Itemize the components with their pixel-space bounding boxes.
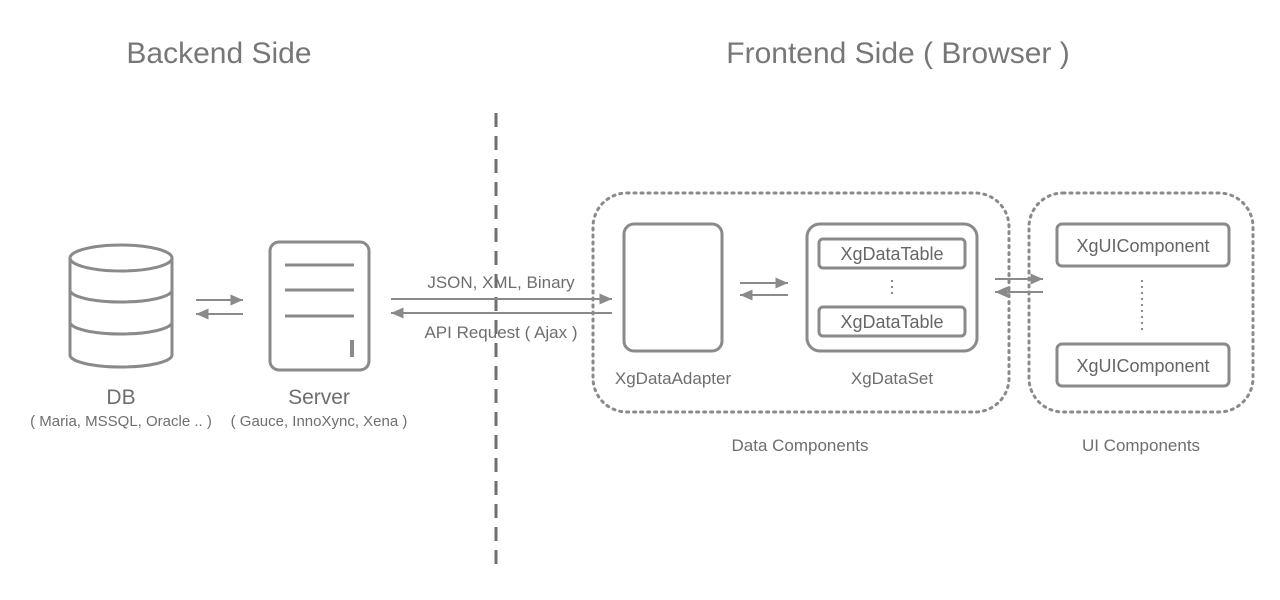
frontend-title: Frontend Side ( Browser ) [726, 37, 1069, 70]
data-adapter-box [622, 222, 724, 353]
response-format-label: JSON, XML, Binary [427, 273, 575, 292]
data-table-2: XgDataTable [817, 305, 967, 338]
server-subtitle: ( Gauce, InnoXync, Xena ) [231, 413, 408, 430]
database-icon [68, 243, 174, 369]
ui-components-group [1027, 191, 1255, 414]
dataset-label: XgDataSet [851, 369, 933, 388]
data-table-1: XgDataTable [817, 237, 967, 270]
ui-component-1-label: XgUIComponent [1076, 236, 1209, 256]
db-subtitle: ( Maria, MSSQL, Oracle .. ) [30, 413, 212, 430]
data-components-group [591, 191, 1011, 414]
data-components-label: Data Components [731, 436, 868, 455]
dataset-ui-arrows [995, 273, 1043, 298]
data-adapter-label: XgDataAdapter [615, 369, 732, 388]
data-table-1-label: XgDataTable [840, 244, 943, 264]
ui-component-1: XgUIComponent [1055, 222, 1231, 268]
dataset-box [805, 222, 979, 353]
ui-components-label: UI Components [1082, 436, 1200, 455]
db-server-exchange-arrows [196, 294, 243, 320]
server-adapter-arrows [391, 293, 612, 319]
ui-component-2: XgUIComponent [1055, 342, 1231, 388]
adapter-dataset-arrows [740, 277, 788, 301]
server-icon [268, 240, 371, 372]
backend-title: Backend Side [126, 37, 311, 70]
data-table-2-label: XgDataTable [840, 312, 943, 332]
api-request-label: API Request ( Ajax ) [424, 323, 577, 342]
server-label: Server [288, 386, 350, 409]
db-label: DB [106, 386, 135, 409]
ui-component-2-label: XgUIComponent [1076, 356, 1209, 376]
